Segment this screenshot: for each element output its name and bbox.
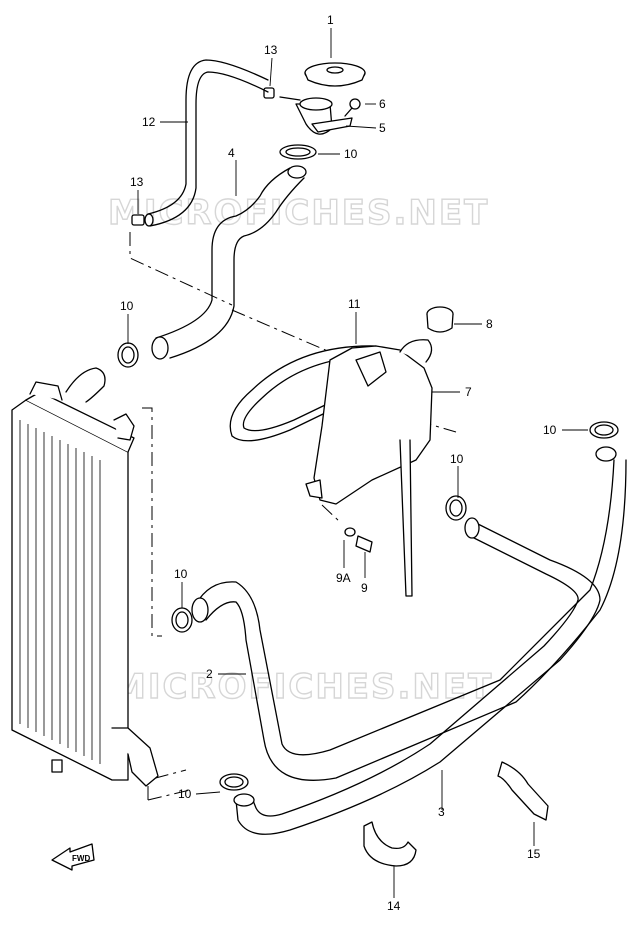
fwd-arrow-icon: FWD bbox=[51, 843, 95, 871]
callout-10-right-mid: 10 bbox=[450, 452, 464, 466]
callout-10-right-top: 10 bbox=[543, 423, 557, 437]
watermark-bottom: MICROFICHES.NET bbox=[112, 667, 493, 707]
bolt-6 bbox=[344, 98, 361, 117]
upper-hose-4 bbox=[151, 165, 307, 360]
reserve-tank-7 bbox=[305, 339, 433, 597]
callout-10-left: 10 bbox=[120, 299, 134, 313]
clamp-13-top bbox=[263, 87, 275, 99]
clamp-10-bottom bbox=[219, 773, 249, 791]
hose-12 bbox=[144, 59, 269, 227]
clamp-13-left bbox=[131, 214, 145, 226]
bracket-15 bbox=[497, 761, 549, 821]
callout-8: 8 bbox=[486, 317, 493, 331]
radiator-cap bbox=[304, 62, 366, 87]
callout-14: 14 bbox=[387, 899, 401, 913]
callout-9: 9 bbox=[361, 581, 368, 595]
clamp-10-left bbox=[117, 342, 139, 368]
callouts: 1 13 6 12 5 4 10 13 10 11 8 7 10 10 10 9… bbox=[120, 13, 557, 913]
callout-11: 11 bbox=[348, 297, 361, 311]
radiator bbox=[11, 367, 159, 787]
callout-15: 15 bbox=[527, 847, 541, 861]
callout-10-upper: 10 bbox=[344, 147, 358, 161]
filler-neck bbox=[279, 96, 353, 135]
callout-13-top: 13 bbox=[264, 43, 278, 57]
callout-10-lower-left: 10 bbox=[174, 567, 188, 581]
return-hose-3 bbox=[233, 517, 601, 835]
bolt-9 bbox=[355, 535, 373, 553]
bracket-14 bbox=[363, 821, 417, 867]
clamp-10-right-mid bbox=[445, 495, 467, 521]
clamp-10-right-top bbox=[589, 421, 619, 439]
callout-5: 5 bbox=[379, 121, 386, 135]
callout-2: 2 bbox=[206, 667, 213, 681]
clamp-10-upper bbox=[279, 144, 317, 160]
callout-9a: 9A bbox=[336, 571, 351, 585]
callout-1: 1 bbox=[327, 13, 334, 27]
washer-9a bbox=[344, 527, 356, 537]
callout-12: 12 bbox=[142, 115, 156, 129]
callout-3: 3 bbox=[438, 805, 445, 819]
clamp-10-lower-left bbox=[171, 607, 193, 633]
tank-cap-8 bbox=[426, 306, 454, 333]
lower-hose-2 bbox=[191, 446, 627, 781]
fwd-label: FWD bbox=[72, 854, 90, 863]
callout-6: 6 bbox=[379, 97, 386, 111]
callout-4: 4 bbox=[228, 146, 235, 160]
overflow-hose-11 bbox=[229, 345, 379, 442]
callout-10-bottom: 10 bbox=[178, 787, 192, 801]
callout-7: 7 bbox=[465, 385, 472, 399]
callout-13-left: 13 bbox=[130, 175, 144, 189]
watermark-top: MICROFICHES.NET bbox=[108, 193, 489, 233]
leader-lines bbox=[127, 28, 588, 898]
